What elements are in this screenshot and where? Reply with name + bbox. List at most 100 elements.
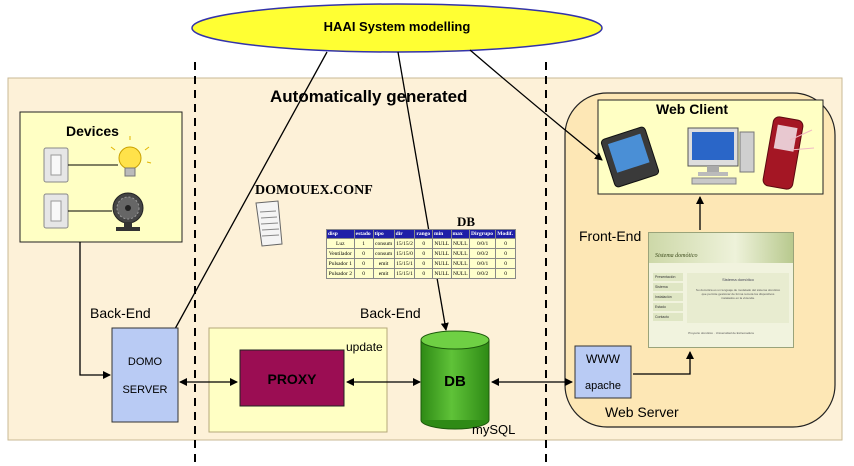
title-ellipse [191,3,603,53]
table-cell: Ventilador [326,248,355,259]
table-cell: NULL [450,268,471,279]
db-col-header: rango [414,229,433,239]
table-cell: NULL [450,238,471,249]
table-cell: 0 [353,258,374,269]
back-end-left-label: Back-End [90,305,151,321]
webpage-nav-item: Contacto [653,313,683,321]
pda-icon [600,126,660,188]
table-cell: 0 [414,238,433,249]
table-cell: 0 [414,248,433,259]
domo-server-box [111,327,179,423]
www-label: WWW [586,352,620,366]
table-cell: 0 [353,248,374,259]
table-cell: 0 [353,268,374,279]
back-end-center-label: Back-End [360,305,421,321]
webpage-heading: Sistema domótico [722,277,754,282]
webpage-content: Sistema domótico Su domótica es un lengu… [687,273,789,323]
table-cell: 0 [495,248,516,259]
webpage-screenshot: Sistema domótico Presentación Sistema In… [648,232,794,348]
table-cell: 15/15/2 [393,238,416,249]
web-client-label: Web Client [656,101,729,117]
table-cell: 0/0/2 [469,268,497,279]
arrow-devices-to-domo [79,242,111,379]
table-row: Pulsador 2 0 emit 15/15/1 0 NULL NULL 0/… [326,268,516,279]
switch-rocker-1 [50,154,62,176]
table-cell: 0/0/1 [469,258,497,269]
table-cell: 0 [414,268,433,279]
table-cell: 0 [414,258,433,269]
db-col-header: Modif. [495,229,516,239]
web-server-label: Web Server [605,404,679,420]
db-table: disp estado tipo dir rango min max Dirgr… [326,229,516,279]
apache-label: apache [584,380,622,392]
config-file-icon [255,200,283,247]
table-cell: 0/0/1 [469,238,497,249]
db-table-header-row: disp estado tipo dir rango min max Dirgr… [326,229,516,239]
mobile-phone-icon [762,116,815,190]
table-cell: 15/15/0 [393,248,416,259]
www-apache-box [574,345,632,399]
update-label: update [346,340,383,354]
table-cell: 15/15/1 [393,258,416,269]
db-col-header: estado [353,229,374,239]
db-cylinder-label: DB [444,373,466,390]
table-cell: emit [372,258,395,269]
front-end-label: Front-End [579,228,642,244]
webpage-nav-item: Presentación [653,273,683,281]
table-cell: 0 [495,238,516,249]
db-table-title: DB [457,214,476,229]
webpage-nav-item: Sistema [653,283,683,291]
proxy-box [239,349,345,407]
db-col-header: min [431,229,452,239]
table-cell: 1 [353,238,374,249]
table-cell: Pulsador 1 [326,258,355,269]
table-cell: 0/0/2 [469,248,497,259]
db-col-header: tipo [372,229,395,239]
desktop-computer-icon [687,127,755,185]
table-cell: NULL [450,248,471,259]
arrow-title-to-webclient [469,49,603,161]
fan-icon [112,192,144,231]
table-cell: consum [372,248,395,259]
config-file-label: DOMOUEX.CONF [255,183,373,198]
table-cell: Pulsador 2 [326,268,355,279]
auto-generated-label: Automatically generated [270,87,468,106]
table-row: Luz 1 consum 15/15/2 0 NULL NULL 0/0/1 0 [326,238,516,249]
table-row: Ventilador 0 consum 15/15/0 0 NULL NULL … [326,248,516,259]
arrow-www-to-webpage [633,351,694,375]
webpage-nav-item: Instalación [653,293,683,301]
db-col-header: dir [393,229,416,239]
webpage-header [649,233,793,263]
table-cell: 0 [495,258,516,269]
diagram-title: HAAI System modelling [323,19,471,34]
arrow-title-to-domo [169,51,328,339]
table-cell: NULL [431,248,452,259]
table-cell: emit [372,268,395,279]
arrow-title-to-db [397,51,449,331]
table-cell: consum [372,238,395,249]
table-cell: NULL [431,258,452,269]
mysql-label: mySQL [472,422,516,437]
table-cell: 15/15/1 [393,268,416,279]
table-cell: 0 [495,268,516,279]
table-cell: NULL [431,238,452,249]
domo-server-line2: SERVER [122,384,168,396]
webpage-nav-item: Estado [653,303,683,311]
webpage-nav: Presentación Sistema Instalación Estado … [653,273,683,323]
webpage-title: Sistema domótico [655,253,698,259]
table-cell: NULL [450,258,471,269]
table-cell: NULL [431,268,452,279]
table-row: Pulsador 1 0 emit 15/15/1 0 NULL NULL 0/… [326,258,516,269]
proxy-label: PROXY [267,371,317,387]
db-col-header: Dirgrupo [469,229,497,239]
table-cell: Luz [326,238,355,249]
devices-label: Devices [66,123,119,139]
db-col-header: max [450,229,471,239]
switch-rocker-2 [50,200,62,222]
domo-server-line1: DOMO [127,356,163,368]
lightbulb-icon [110,136,152,177]
webpage-footer: Proyecto domótico · Universidad de Extre… [688,331,754,335]
db-col-header: disp [326,229,355,239]
webpage-body: Su domótica es un lenguaje de modelado d… [695,288,781,300]
db-cylinder [420,330,490,430]
